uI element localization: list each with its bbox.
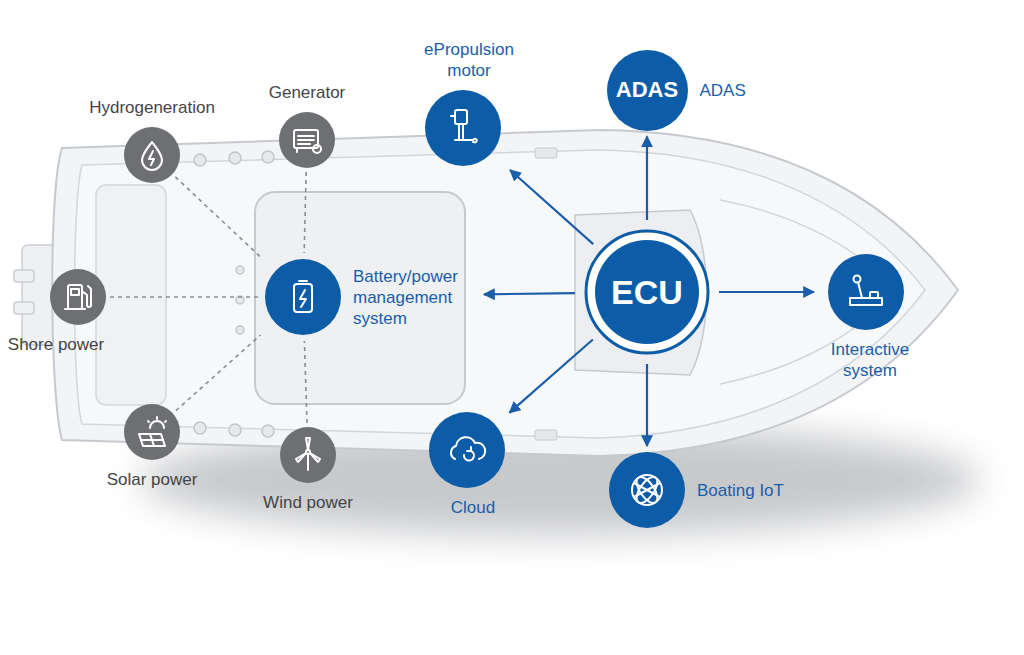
node-label: Boating IoT <box>697 480 784 501</box>
solar-icon <box>139 417 166 446</box>
battery-icon <box>294 281 312 312</box>
power-source-circle: Wind power <box>280 427 336 483</box>
component-circle: Interactive system <box>828 254 904 330</box>
node-label: Hydrogeneration <box>89 97 215 118</box>
signal-arrow <box>646 364 648 446</box>
power-source-circle: Generator <box>279 112 335 168</box>
power-feed-line <box>176 335 261 411</box>
power-source-circle: Shore power <box>50 269 106 325</box>
component-circle: ePropulsion motor <box>425 90 501 166</box>
power-source-circle: Hydrogeneration <box>124 127 180 183</box>
signal-arrow <box>719 291 814 293</box>
node-label: Generator <box>269 82 346 103</box>
power-feed-line <box>304 341 307 423</box>
signal-arrow <box>646 137 648 221</box>
node-title: ADAS <box>616 77 678 103</box>
node-label: Wind power <box>263 492 353 513</box>
cloud-icon <box>451 437 485 460</box>
power-feed-line <box>304 172 306 253</box>
hatch <box>535 148 557 158</box>
generator-icon <box>294 130 321 153</box>
signal-arrow <box>484 293 575 294</box>
droplet-icon <box>142 142 162 170</box>
deck-fittings <box>194 151 274 437</box>
node-label: Shore power <box>8 334 104 355</box>
power-feed-line <box>110 296 259 298</box>
wind-turbine-icon <box>296 438 320 470</box>
node-label: Battery/power management system <box>353 266 478 329</box>
node-title: ECU <box>611 273 683 312</box>
node-label: ADAS <box>700 80 746 101</box>
pump-icon <box>65 285 91 309</box>
stern-bench <box>96 185 166 405</box>
node-label: Cloud <box>451 497 495 518</box>
ecu-ring <box>586 231 708 353</box>
node-label: Interactive system <box>820 339 920 381</box>
component-circle: Cloud <box>429 412 505 488</box>
signal-arrow <box>510 339 593 412</box>
hatch <box>535 430 557 440</box>
signal-arrow <box>510 170 593 244</box>
outboard-motor-icon <box>451 110 477 142</box>
boat-hull <box>52 130 958 456</box>
globe-icon <box>632 474 662 507</box>
power-source-circle: Solar power <box>124 404 180 460</box>
power-feed-line <box>175 177 260 257</box>
component-circle: Battery/power management system <box>265 259 341 335</box>
node-label: Solar power <box>107 469 198 490</box>
joystick-icon <box>850 276 882 306</box>
component-circle: Boating IoT <box>609 452 685 528</box>
component-circle: ADASADAS <box>607 50 688 131</box>
node-label: ePropulsion motor <box>414 39 524 81</box>
ecu-circle: ECU <box>595 240 699 344</box>
boat-deck <box>75 150 926 438</box>
